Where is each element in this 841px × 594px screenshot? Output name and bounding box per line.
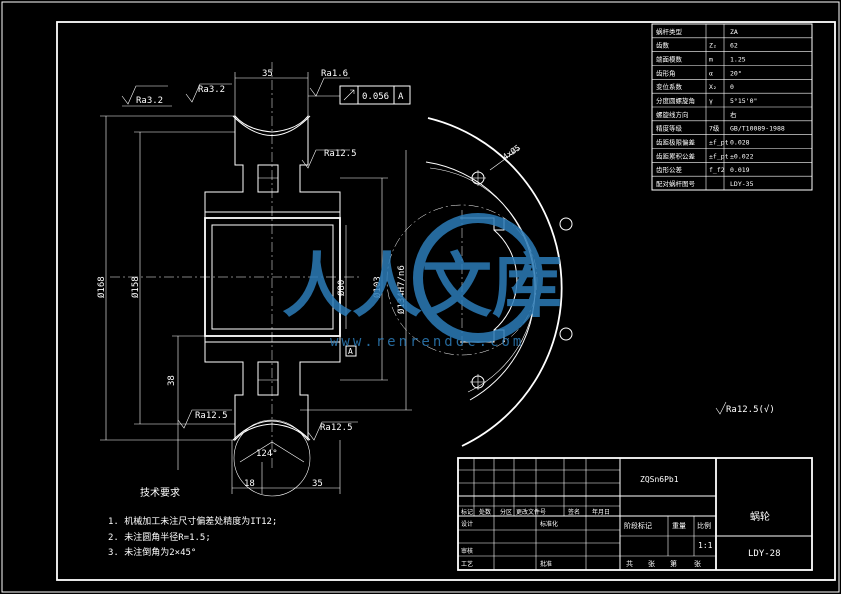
params-name: 精度等级 xyxy=(656,124,683,133)
tb-h-mark: 标记 xyxy=(461,508,473,516)
params-value: ±0.022 xyxy=(730,152,754,160)
tb-h-doc: 更改文件号 xyxy=(516,508,546,516)
hub-arc xyxy=(460,217,518,343)
outer-arc xyxy=(427,117,563,447)
watermark: 人人文库 www.renrendoc.com xyxy=(282,213,562,350)
tb-sheets-1: 共 xyxy=(626,559,633,568)
params-value: 62 xyxy=(730,42,738,50)
tb-standard: 标准化 xyxy=(540,520,558,528)
note-2: 2. 未注圆角半径R=1.5; xyxy=(108,531,211,543)
tb-drawing-no: LDY-28 xyxy=(748,549,781,559)
ra-left: Ra3.2 xyxy=(136,96,163,106)
tb-approve: 批准 xyxy=(540,560,552,568)
params-name: 齿距累积公差 xyxy=(656,151,696,160)
dim-height: 38 xyxy=(167,375,177,386)
tb-scale: 1:1 xyxy=(698,541,713,550)
params-value: 20° xyxy=(730,69,742,77)
dim-dia-hub: Ø103 xyxy=(372,276,383,298)
params-name: 齿形角 xyxy=(656,68,676,77)
params-symbol: 7级 xyxy=(709,124,720,133)
params-value: ZA xyxy=(730,28,738,36)
technical-notes: 技术要求 1. 机械加工未注尺寸偏差处精度为IT12; 2. 未注圆角半径R=1… xyxy=(108,486,277,558)
ra-left-top: Ra3.2 xyxy=(198,85,225,95)
tolerance-value: 0.056 xyxy=(362,92,389,102)
note-1: 1. 机械加工未注尺寸偏差处精度为IT12; xyxy=(108,515,277,527)
dim-width-18: 18 xyxy=(244,479,255,489)
tb-part-name: 蜗轮 xyxy=(750,510,770,523)
params-name: 齿数 xyxy=(656,41,670,50)
ra-hub: Ra12.5 xyxy=(324,149,357,159)
dim-width-top: 35 xyxy=(262,69,273,79)
params-name: 端面模数 xyxy=(656,55,683,64)
params-value: 0.028 xyxy=(730,139,750,147)
params-name: 配对蜗杆图号 xyxy=(656,179,696,188)
params-value: GB/T10089-1988 xyxy=(730,125,785,133)
params-name: 蜗杆类型 xyxy=(656,27,683,36)
dim-width-35-bottom: 35 xyxy=(312,479,323,489)
datum-label: A xyxy=(348,347,353,356)
params-symbol: γ xyxy=(709,97,713,105)
dim-dia-fit: Ø134H7/n6 xyxy=(396,265,407,314)
dim-dia-bore-left: Ø158 xyxy=(130,276,141,298)
watermark-title: 人人文库 xyxy=(282,245,562,327)
ra-general: Ra12.5(√) xyxy=(726,404,775,415)
params-table: 蜗杆类型 ZA 齿数 Z₂ 62 端面模数 m 1.25 齿形角 α 20° 变位系数 X₂ 0 分度圆螺旋… xyxy=(651,23,813,191)
ra-bottom-left: Ra12.5 xyxy=(195,411,228,421)
params-value: 0 xyxy=(730,83,734,91)
tolerance-datum: A xyxy=(398,92,404,102)
params-symbol: X₂ xyxy=(709,83,717,91)
dimensions: 35 Ra1.6 0.056 A Ra3.2 Ra3.2 Ra12.5 Ø168… xyxy=(96,69,412,494)
params-symbol: ±f_pt xyxy=(709,139,729,147)
title-block: ZQSn6Pb1 蜗轮 LDY-28 标记 处数 分区 更改文件号 签名 年月日… xyxy=(457,457,813,571)
tb-weight-label: 重量 xyxy=(672,522,686,530)
params-name: 螺旋线方向 xyxy=(656,110,689,119)
dim-dia-bore: Ø80 xyxy=(336,280,347,296)
params-symbol: m xyxy=(709,56,713,64)
hole-label: 4xØ5 xyxy=(500,142,522,161)
params-value: 0.019 xyxy=(730,166,750,174)
params-value: 右 xyxy=(730,110,737,119)
tb-h-date: 年月日 xyxy=(592,508,610,516)
rim-top xyxy=(204,114,341,219)
ra-top: Ra1.6 xyxy=(321,69,348,79)
tb-scale-label: 比例 xyxy=(697,521,711,530)
params-symbol: f_f2 xyxy=(709,166,725,174)
tb-sheets-3: 第 xyxy=(670,559,677,568)
dim-angle: 124° xyxy=(256,449,278,459)
tb-material: ZQSn6Pb1 xyxy=(640,475,679,484)
notes-title: 技术要求 xyxy=(140,486,180,499)
params-name: 分度圆螺旋角 xyxy=(656,96,695,105)
tb-h-count: 处数 xyxy=(479,508,491,516)
tb-h-zone: 分区 xyxy=(500,508,512,516)
watermark-subtitle: www.renrendoc.com xyxy=(330,334,524,350)
ra-bottom-right: Ra12.5 xyxy=(320,423,353,433)
tb-process: 工艺 xyxy=(461,560,473,568)
tb-sheets-2: 张 xyxy=(648,559,655,568)
spoke-hole-top xyxy=(257,164,279,193)
params-symbol: ±f_pt xyxy=(709,152,729,160)
note-3: 3. 未注倒角为2×45° xyxy=(108,546,196,558)
spoke-hole-bottom xyxy=(257,361,279,396)
params-value: 5°15'0" xyxy=(730,97,757,105)
params-name: 齿形公差 xyxy=(656,165,683,174)
tb-sheets-4: 张 xyxy=(694,559,701,568)
params-value: LDY-35 xyxy=(730,180,754,188)
params-symbol: α xyxy=(709,69,713,77)
params-value: 1.25 xyxy=(730,56,746,64)
tb-h-sign: 签名 xyxy=(568,508,580,516)
params-name: 齿距极限偏差 xyxy=(656,138,696,147)
tb-stage-label: 阶段标记 xyxy=(624,521,652,530)
tb-review: 审核 xyxy=(461,547,473,555)
tb-design: 设计 xyxy=(461,520,473,528)
section-view xyxy=(110,62,360,497)
inner-border xyxy=(56,21,836,581)
dim-dia-outer: Ø168 xyxy=(96,276,107,298)
params-symbol: Z₂ xyxy=(709,42,717,50)
params-name: 变位系数 xyxy=(656,82,683,91)
